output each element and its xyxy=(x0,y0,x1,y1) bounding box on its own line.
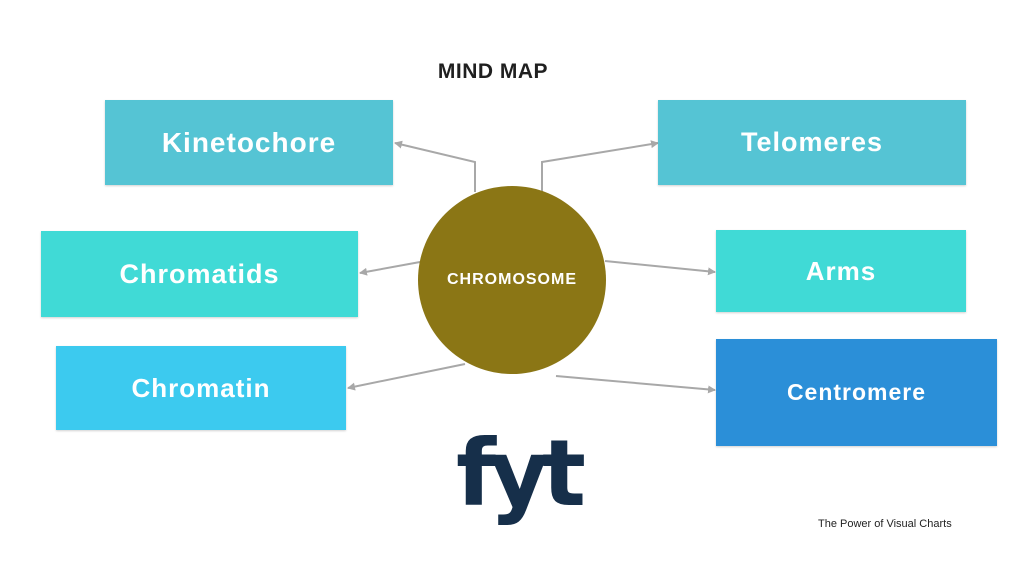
center-node-label: CHROMOSOME xyxy=(447,271,577,288)
node-chromatids-label: Chromatids xyxy=(119,258,280,289)
node-centromere-label: Centromere xyxy=(786,379,927,405)
node-arms-label: Arms xyxy=(805,255,877,286)
connector-kinetochore xyxy=(394,140,476,192)
node-chromatin-label: Chromatin xyxy=(131,372,271,403)
page-title: MIND MAP xyxy=(437,60,549,83)
fyt-logo: fyt xyxy=(456,420,586,527)
node-kinetochore-label: Kinetochore xyxy=(161,126,337,158)
node-chromatin: Chromatin xyxy=(56,346,346,430)
node-kinetochore: Kinetochore xyxy=(105,100,393,185)
connector-arms xyxy=(604,260,716,276)
node-telomeres-label: Telomeres xyxy=(740,127,884,157)
connector-telomeres xyxy=(541,140,659,192)
node-arms: Arms xyxy=(716,230,966,312)
node-chromatids: Chromatids xyxy=(41,231,358,317)
connector-chromatin xyxy=(347,363,466,391)
tagline: The Power of Visual Charts xyxy=(818,518,952,530)
connector-chromatids xyxy=(359,261,421,276)
connector-centromere xyxy=(555,375,716,394)
center-node-chromosome: CHROMOSOME xyxy=(418,186,606,374)
node-telomeres: Telomeres xyxy=(658,100,966,185)
node-centromere: Centromere xyxy=(716,339,997,446)
